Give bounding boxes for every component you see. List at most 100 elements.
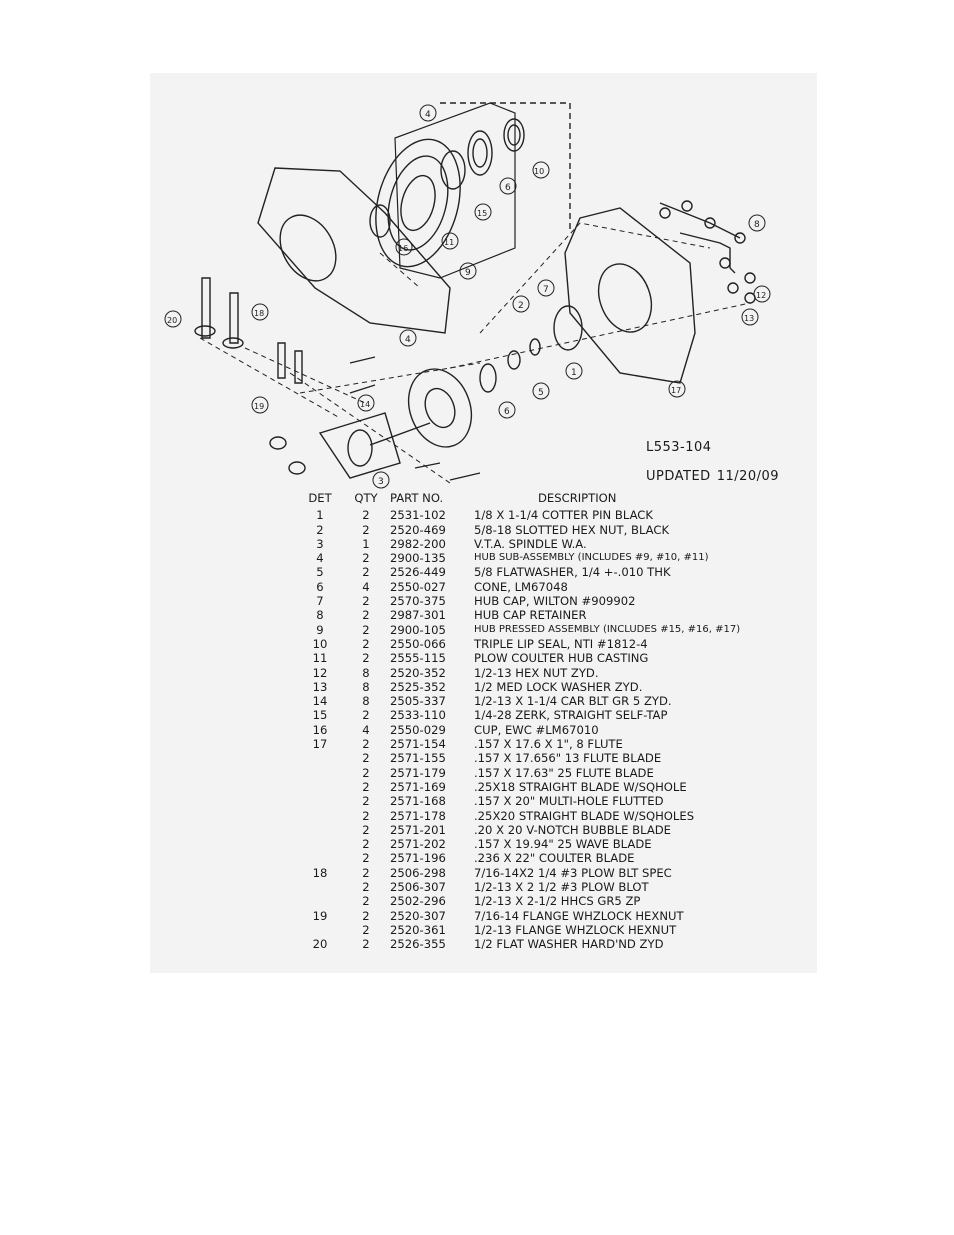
cell-description: .20 X 20 V-NOTCH BUBBLE BLADE (474, 822, 672, 837)
cell-qty: 2 (362, 894, 370, 909)
hub-sub-assembly-lower (407, 305, 583, 448)
callout-20: 20 (167, 316, 177, 325)
callout-2: 2 (518, 301, 524, 311)
cell-det: 11 (312, 651, 328, 666)
updated-label: UPDATED (646, 469, 711, 484)
cell-part-no: 2520-469 (390, 522, 446, 537)
cell-det (290, 766, 350, 780)
cell-description: 1/2-13 FLANGE WHZLOCK HEXNUT (474, 922, 677, 937)
cell-part-no: 2571-169 (390, 779, 446, 794)
cell-det (290, 894, 350, 908)
cell-part-no: 2900-135 (390, 551, 446, 566)
cell-qty: 2 (362, 594, 370, 609)
cell-part-no: 2526-355 (390, 937, 446, 952)
cell-qty: 4 (362, 722, 370, 737)
cell-description: 7/16-14 FLANGE WHZLOCK HEXNUT (474, 908, 684, 923)
cell-part-no: 2526-449 (390, 565, 446, 580)
cell-det (290, 880, 350, 894)
cell-part-no: 2555-115 (390, 651, 446, 666)
cell-part-no: 2571-154 (390, 737, 446, 752)
bolts-and-washers (194, 277, 481, 481)
cell-part-no: 2571-179 (390, 765, 446, 780)
cell-description: 1/2-13 X 1-1/4 CAR BLT GR 5 ZYD. (474, 694, 672, 709)
cell-det: 17 (312, 737, 328, 752)
coulter-blade-left (257, 167, 451, 334)
cell-part-no: 2571-202 (390, 837, 446, 852)
drawing-number: L553-104 (646, 440, 712, 455)
updated-date: 11/20/09 (716, 469, 780, 484)
cell-part-no: 2505-337 (390, 694, 446, 709)
cell-det: 5 (316, 565, 324, 580)
cell-description: CUP, EWC #LM67010 (474, 722, 599, 737)
cell-part-no: 2550-029 (390, 722, 446, 737)
cell-qty: 2 (362, 508, 370, 523)
cell-part-no: 2570-375 (390, 594, 446, 609)
cell-description: CONE, LM67048 (474, 579, 568, 594)
cell-description: .157 X 20" MULTI-HOLE FLUTTED (474, 794, 664, 809)
cell-det: 9 (316, 622, 324, 637)
header-qty: QTY (354, 491, 378, 505)
cell-det: 7 (316, 594, 324, 609)
cell-qty: 2 (362, 765, 370, 780)
callout-11: 11 (444, 238, 454, 247)
cell-qty: 2 (362, 636, 370, 651)
cell-det: 2 (316, 522, 324, 537)
header-det: DET (308, 491, 332, 505)
cell-det (290, 823, 350, 837)
parts-sheet: 4 10 6 15 16 11 9 8 12 13 7 2 1 5 6 17 4… (150, 73, 817, 973)
cell-part-no: 2506-307 (390, 880, 446, 895)
cell-qty: 2 (362, 922, 370, 937)
cell-part-no: 2550-027 (390, 579, 446, 594)
cell-description: 5/8 FLATWASHER, 1/4 +-.010 THK (474, 565, 671, 580)
cell-qty: 2 (362, 651, 370, 666)
cell-det: 8 (316, 608, 324, 623)
cell-qty: 2 (362, 822, 370, 837)
cell-det (290, 751, 350, 765)
table-row: 6 4 2550-027 CONE, LM67048 (290, 580, 740, 594)
cell-qty: 2 (362, 880, 370, 895)
cell-qty: 2 (362, 708, 370, 723)
table-header-row: DET QTY PART NO. DESCRIPTION (290, 491, 740, 508)
cell-description: 1/2-13 X 2-1/2 HHCS GR5 ZP (474, 894, 641, 909)
cell-qty: 2 (362, 608, 370, 623)
cell-description: HUB CAP, WILTON #909902 (474, 594, 636, 609)
cell-det: 12 (312, 665, 328, 680)
spindle-weldment (318, 412, 431, 479)
callout-10: 10 (534, 167, 544, 176)
cell-det (290, 851, 350, 865)
cell-part-no: 2571-196 (390, 851, 446, 866)
cell-det: 20 (312, 937, 328, 952)
cell-description: .25X18 STRAIGHT BLADE W/SQHOLE (474, 779, 687, 794)
updated-stamp: UPDATED 11/20/09 (646, 469, 779, 484)
cell-det: 6 (316, 579, 324, 594)
callout-4-top: 4 (425, 110, 431, 120)
callout-13: 13 (744, 314, 754, 323)
cell-qty: 1 (362, 536, 370, 551)
cell-description: HUB SUB-ASSEMBLY (INCLUDES #9, #10, #11) (474, 552, 709, 564)
cell-part-no: 2571-178 (390, 808, 446, 823)
cell-det (290, 923, 350, 937)
cell-qty: 2 (362, 865, 370, 880)
callout-6-top: 6 (505, 183, 511, 193)
cell-part-no: 2900-105 (390, 622, 446, 637)
cell-qty: 8 (362, 665, 370, 680)
cell-qty: 2 (362, 937, 370, 952)
cell-part-no: 2531-102 (390, 508, 446, 523)
cell-qty: 4 (362, 579, 370, 594)
cell-description: HUB PRESSED ASSEMBLY (INCLUDES #15, #16,… (474, 623, 741, 635)
